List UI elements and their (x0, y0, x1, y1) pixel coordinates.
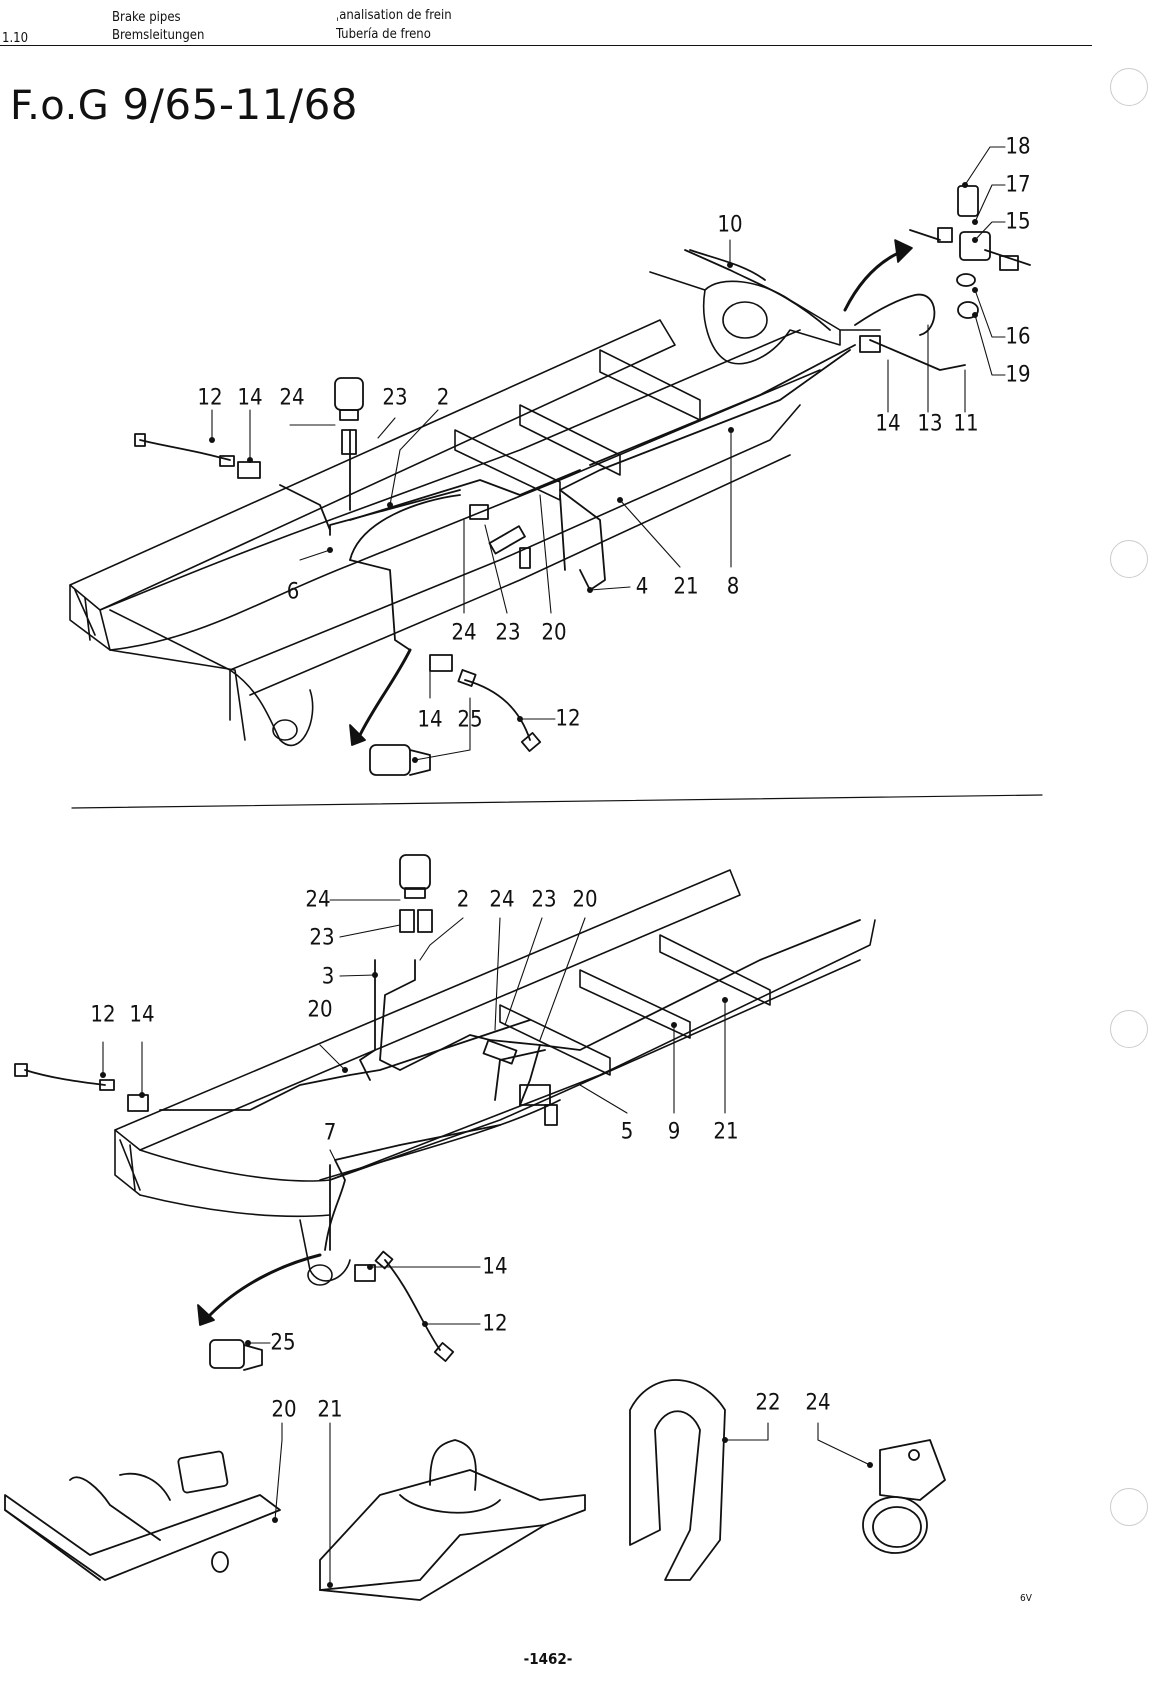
callout-16: 16 (1005, 324, 1031, 350)
callout-14-top-left: 14 (237, 385, 263, 411)
page-number: -1462- (523, 1650, 573, 1668)
binder-hole-4 (1110, 1488, 1148, 1526)
header-rule (0, 45, 1092, 46)
callout-23-top-left: 23 (382, 385, 408, 411)
model-range-title: F.o.G 9/65-11/68 (10, 80, 358, 129)
bottom-chassis-frame (114, 869, 876, 1286)
bottom-leader-lines (102, 899, 726, 1344)
callout-2-bottom: 2 (456, 887, 470, 913)
callout-14-top-bottom: 14 (417, 707, 443, 733)
callout-15: 15 (1005, 209, 1031, 235)
callout-12-top-bottom: 12 (555, 706, 581, 732)
callout-17: 17 (1005, 172, 1031, 198)
callout-24-detail: 24 (805, 1390, 831, 1416)
callout-25-bottom: 25 (270, 1330, 296, 1356)
top-leader-lines (211, 146, 1006, 761)
callout-24-top-left: 24 (279, 385, 305, 411)
callout-14-top-right: 14 (875, 411, 901, 437)
callout-12-bottom-right: 12 (482, 1311, 508, 1337)
detail-clip-21 (319, 1439, 586, 1601)
callout-9: 9 (667, 1119, 681, 1145)
callout-21-detail: 21 (317, 1397, 343, 1423)
callout-24-bottom-center: 24 (489, 887, 515, 913)
callout-11: 11 (953, 411, 979, 437)
callout-23-bottom-left: 23 (309, 925, 335, 951)
callout-20-detail: 20 (271, 1397, 297, 1423)
detail-clip-24 (862, 1439, 946, 1554)
section-number: 1.10 (2, 31, 29, 46)
callout-22-detail: 22 (755, 1390, 781, 1416)
binder-hole-3 (1110, 1010, 1148, 1048)
callout-5: 5 (620, 1119, 634, 1145)
callout-14-bottom-left: 14 (129, 1002, 155, 1028)
callout-7: 7 (323, 1120, 337, 1146)
callout-25-top: 25 (457, 707, 483, 733)
callout-12-bottom-left: 12 (90, 1002, 116, 1028)
detail-clip-20 (4, 1450, 281, 1581)
callout-8: 8 (726, 574, 740, 600)
callout-12-top-left: 12 (197, 385, 223, 411)
callout-21-top: 21 (673, 574, 699, 600)
detail-clip-22 (629, 1379, 726, 1581)
callout-2-top: 2 (436, 385, 450, 411)
callout-19: 19 (1005, 362, 1031, 388)
callout-13: 13 (917, 411, 943, 437)
leader-dots (100, 182, 978, 1588)
binder-hole-1 (1110, 68, 1148, 106)
corner-mark: 6V (1020, 1593, 1032, 1604)
callout-21-bottom: 21 (713, 1119, 739, 1145)
title-prefix: F.o.G (10, 83, 110, 129)
binder-hole-2 (1110, 540, 1148, 578)
callout-14-bottom-right: 14 (482, 1254, 508, 1280)
callout-6: 6 (286, 579, 300, 605)
detail-leader-lines (274, 1422, 871, 1586)
callout-4: 4 (635, 574, 649, 600)
callout-24-bottom-left: 24 (305, 887, 331, 913)
top-brake-pipes (134, 185, 1031, 776)
callout-3: 3 (321, 964, 335, 990)
title-french: ˌanalisation de frein (336, 8, 452, 23)
callout-20-top: 20 (541, 620, 567, 646)
bottom-brake-pipes (14, 854, 861, 1371)
title-date-range: 9/65-11/68 (122, 80, 359, 129)
callout-23-bottom-center: 23 (531, 887, 557, 913)
callout-18: 18 (1005, 134, 1031, 160)
top-chassis-frame (69, 239, 913, 747)
title-english: Brake pipes (112, 10, 181, 25)
diagram-separator (71, 794, 1043, 809)
callout-10: 10 (717, 212, 743, 238)
title-german: Bremsleitungen (112, 28, 205, 43)
title-spanish: Tubería de freno (336, 27, 431, 42)
callout-20-bottom-center: 20 (572, 887, 598, 913)
callout-23-top-center: 23 (495, 620, 521, 646)
callout-20-bottom-left: 20 (307, 997, 333, 1023)
callout-24-top-center: 24 (451, 620, 477, 646)
